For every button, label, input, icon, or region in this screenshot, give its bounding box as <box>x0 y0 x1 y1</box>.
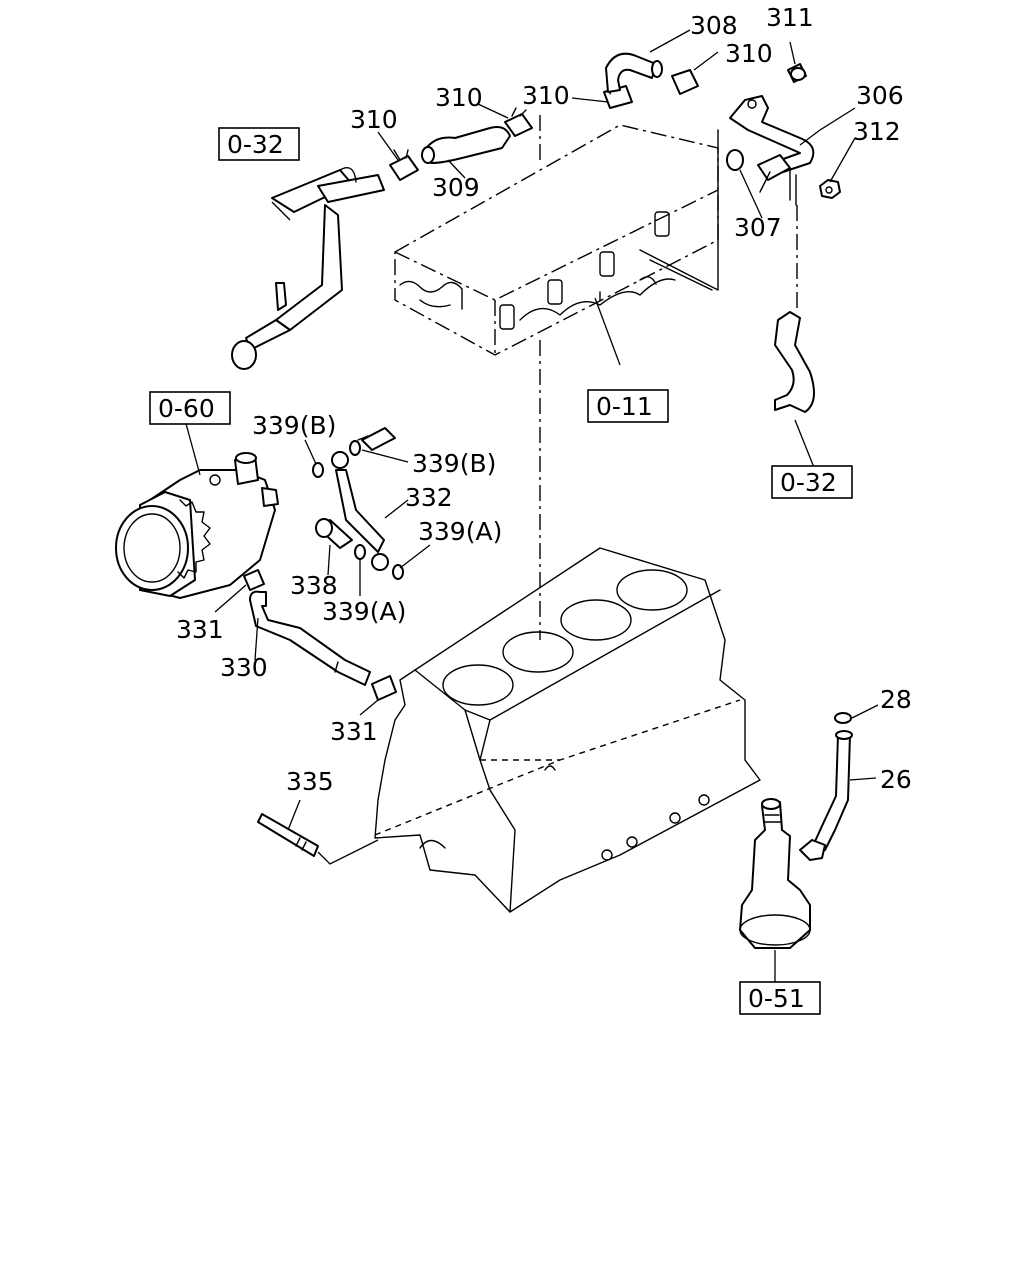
hose-330 <box>249 590 371 686</box>
hose-308 <box>605 52 663 93</box>
label-307: 307 <box>734 213 782 242</box>
cylinder-head <box>394 124 719 356</box>
clamp-331-left <box>243 569 265 591</box>
washer-339b <box>312 440 361 478</box>
nut-312 <box>819 179 841 199</box>
ref-box-0-11: 0-11 <box>587 389 669 423</box>
o-ring-28 <box>834 712 852 724</box>
label-309: 309 <box>432 173 480 202</box>
pipe-right <box>774 311 815 413</box>
clamp-310-left <box>389 149 419 181</box>
label-28: 28 <box>880 685 912 714</box>
bolt-339b-top <box>357 427 396 451</box>
svg-text:0-51: 0-51 <box>748 984 805 1013</box>
water-pipe-left <box>231 167 385 370</box>
label-26: 26 <box>880 765 912 794</box>
ref-box-0-32-right: 0-32 <box>771 465 853 499</box>
oil-filter-base <box>739 798 811 949</box>
clamp-310-top <box>504 107 533 137</box>
label-330: 330 <box>220 653 268 682</box>
pipe-332 <box>331 451 389 571</box>
water-pump <box>115 452 279 599</box>
label-312: 312 <box>853 117 901 146</box>
label-339b-right: 339(B) <box>412 449 496 478</box>
label-335: 335 <box>286 767 334 796</box>
label-338: 338 <box>290 571 338 600</box>
stud-335 <box>257 813 319 857</box>
label-332: 332 <box>405 483 453 512</box>
label-331-bottom: 331 <box>330 717 378 746</box>
pipe-306 <box>729 95 815 206</box>
clamp-331-bottom <box>371 675 397 701</box>
label-331-left: 331 <box>176 615 224 644</box>
label-310-left: 310 <box>350 105 398 134</box>
gasket-307 <box>726 149 744 171</box>
label-311: 311 <box>766 3 814 32</box>
washer-339a <box>354 544 404 580</box>
leader-lines <box>184 29 879 985</box>
bolt-338 <box>315 518 353 549</box>
label-339a-bottom: 339(A) <box>322 597 406 626</box>
bolt-311 <box>787 63 807 83</box>
label-308: 308 <box>690 11 738 40</box>
hose-309 <box>421 126 511 164</box>
label-310-mid: 310 <box>522 81 570 110</box>
label-306: 306 <box>856 81 904 110</box>
part-labels: 308 311 310 310 310 310 306 312 307 309 … <box>176 3 912 796</box>
label-310-top-right: 310 <box>725 39 773 68</box>
clamp-310-right <box>671 69 699 95</box>
label-339b-top: 339(B) <box>252 411 336 440</box>
ref-box-0-60: 0-60 <box>149 391 231 425</box>
reference-boxes: 0-32 0-11 0-60 0-32 0-51 <box>149 127 853 1015</box>
ref-box-0-32-left: 0-32 <box>218 127 300 161</box>
label-339a-right: 339(A) <box>418 517 502 546</box>
ref-box-0-51: 0-51 <box>739 981 821 1015</box>
svg-text:0-32: 0-32 <box>780 468 837 497</box>
cylinder-block <box>374 547 761 913</box>
svg-text:0-11: 0-11 <box>596 392 653 421</box>
svg-text:0-32: 0-32 <box>227 130 284 159</box>
oil-pipe-26 <box>799 730 853 861</box>
label-310-top: 310 <box>435 83 483 112</box>
svg-text:0-60: 0-60 <box>158 394 215 423</box>
